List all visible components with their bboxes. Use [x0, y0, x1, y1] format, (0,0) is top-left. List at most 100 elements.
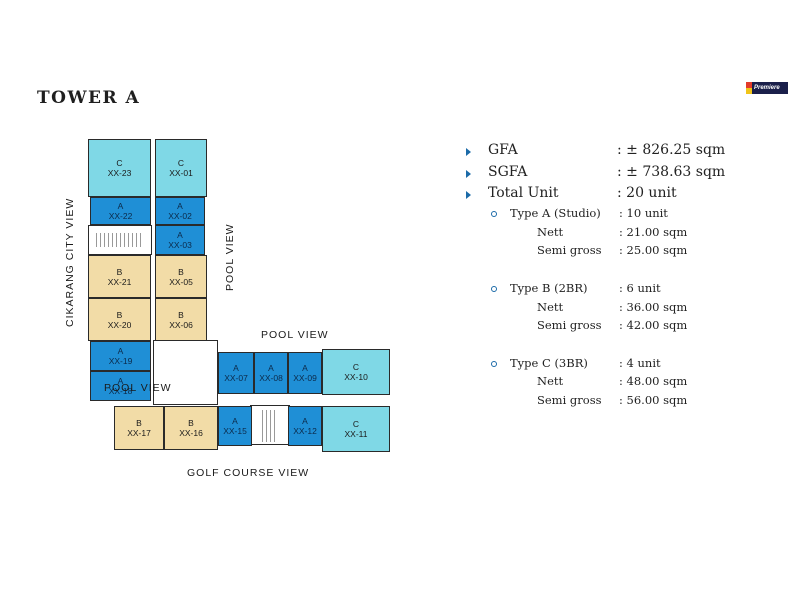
triangle-bullet-icon: [466, 170, 471, 178]
unit-code: XX-20: [107, 319, 132, 330]
circle-bullet-icon: [491, 286, 497, 292]
unit-code: XX-11: [344, 429, 368, 439]
unit-type: A: [117, 376, 124, 386]
type-b-semi-label: Semi gross: [537, 318, 602, 332]
unit-type: A: [177, 230, 183, 240]
gfa-label: GFA: [488, 142, 518, 158]
type-c-semi-value: : 56.00 sqm: [619, 393, 688, 407]
unit-type: A: [232, 416, 238, 426]
unit-type: B: [178, 309, 184, 320]
cikarang-city-view-label: CIKARANG CITY VIEW: [64, 197, 76, 327]
type-b-nett-value: : 36.00 sqm: [619, 300, 688, 314]
unit-code: XX-07: [224, 373, 248, 383]
type-c-count: : 4 unit: [619, 356, 661, 370]
unit-code: XX-10: [344, 372, 368, 382]
unit-type: B: [188, 418, 194, 428]
unit-type: A: [117, 201, 124, 211]
unit-code: XX-17: [127, 428, 151, 438]
lift-core: [153, 340, 218, 405]
triangle-bullet-icon: [466, 148, 471, 156]
unit-code: XX-06: [169, 319, 193, 330]
type-c-nett-value: : 48.00 sqm: [619, 374, 688, 388]
type-a-semi-label: Semi gross: [537, 243, 602, 257]
unit-code: XX-01: [169, 168, 193, 178]
unit-code: XX-12: [293, 426, 317, 436]
unit-code: XX-22: [108, 211, 133, 221]
total-unit-label: Total Unit: [488, 185, 559, 201]
type-b-label: Type B (2BR): [510, 281, 588, 295]
circle-bullet-icon: [491, 211, 497, 217]
stair-icon: [96, 233, 144, 247]
pool-view-inner-label: POOL VIEW: [104, 382, 172, 394]
unit-type: A: [302, 363, 308, 373]
type-a-nett-label: Nett: [537, 225, 564, 239]
unit-code: XX-09: [293, 373, 317, 383]
unit-code: XX-21: [107, 276, 132, 287]
unit-code: XX-03: [168, 240, 192, 250]
type-a-label: Type A (Studio): [510, 206, 601, 220]
unit-type: C: [177, 158, 185, 168]
stair-icon-bottom: [262, 410, 278, 442]
unit-code: XX-23: [107, 168, 132, 178]
unit-type: A: [233, 363, 239, 373]
type-a-count: : 10 unit: [619, 206, 668, 220]
type-c-label: Type C (3BR): [510, 356, 588, 370]
type-a-semi-value: : 25.00 sqm: [619, 243, 688, 257]
brand-logo: Premiere: [746, 82, 788, 94]
unit-type: C: [352, 419, 360, 429]
gfa-value: : ± 826.25 sqm: [617, 142, 726, 158]
unit-type: B: [178, 266, 184, 277]
unit-code: XX-16: [179, 428, 203, 438]
sgfa-value: : ± 738.63 sqm: [617, 164, 726, 180]
unit-type: A: [302, 416, 308, 426]
unit-type: A: [117, 346, 124, 356]
unit-code: XX-02: [168, 211, 192, 221]
triangle-bullet-icon: [466, 191, 471, 199]
sgfa-label: SGFA: [488, 164, 528, 180]
unit-code: XX-19: [108, 356, 133, 366]
unit-code: XX-05: [169, 276, 193, 287]
circle-bullet-icon: [491, 361, 497, 367]
logo-flag-icon: [746, 82, 752, 94]
unit-code: XX-08: [259, 373, 283, 383]
golf-course-view-label: GOLF COURSE VIEW: [187, 467, 310, 479]
page-title: TOWER A: [37, 88, 141, 108]
total-unit-value: : 20 unit: [617, 185, 677, 201]
type-c-semi-label: Semi gross: [537, 393, 602, 407]
type-b-nett-label: Nett: [537, 300, 564, 314]
type-a-nett-value: : 21.00 sqm: [619, 225, 688, 239]
unit-type: A: [177, 201, 183, 211]
unit-code: XX-15: [223, 426, 247, 436]
type-b-semi-value: : 42.00 sqm: [619, 318, 688, 332]
unit-type: C: [352, 362, 360, 372]
unit-code: XX-18: [108, 386, 133, 396]
unit-type: A: [268, 363, 274, 373]
logo-text: Premiere: [754, 85, 780, 91]
unit-type: B: [136, 418, 142, 428]
pool-view-right-label: POOL VIEW: [224, 223, 236, 291]
type-b-count: : 6 unit: [619, 281, 661, 295]
unit-type: B: [116, 309, 123, 320]
pool-view-top-label: POOL VIEW: [261, 329, 329, 341]
type-c-nett-label: Nett: [537, 374, 564, 388]
